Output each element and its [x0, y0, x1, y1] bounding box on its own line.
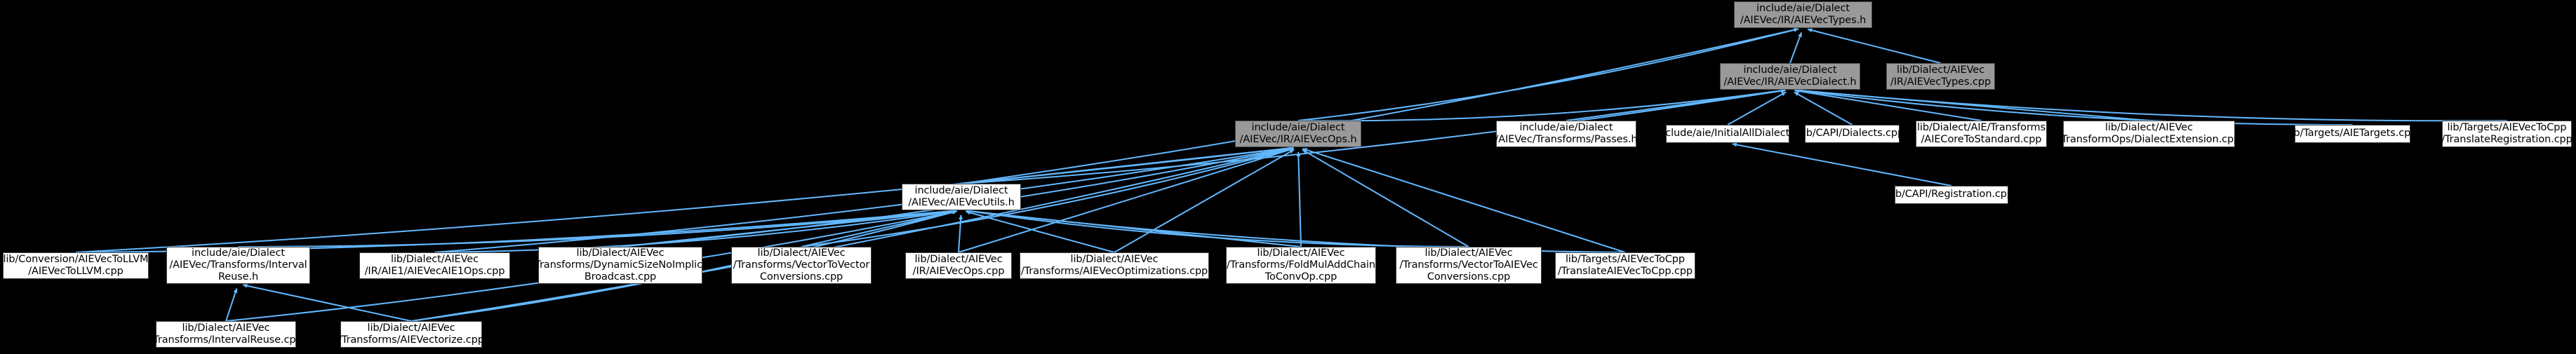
graph-node[interactable]: lib/Dialect/AIEVec /Transforms/IntervalR…: [149, 321, 302, 348]
graph-node[interactable]: lib/Dialect/AIEVec /IR/AIE1/AIEVecAIE1Op…: [359, 252, 510, 279]
graph-node-label: lib/Dialect/AIEVec /Transforms/AIEVecOpt…: [1020, 253, 1208, 277]
graph-node-label: lib/Dialect/AIEVec /IR/AIEVecOps.cpp: [912, 253, 1005, 277]
graph-edge: [1302, 148, 1626, 253]
graph-node-label: include/aie/Dialect /AIEVec/IR/AIEVecOps…: [1239, 121, 1357, 145]
graph-edge: [242, 283, 412, 322]
graph-node-label: include/aie/Dialect /AIEVec/IR/AIEVecTyp…: [1740, 2, 1867, 26]
graph-node[interactable]: include/aie/Dialect /AIEVec/IR/AIEVecDia…: [1720, 63, 1860, 90]
graph-edge: [1731, 142, 1952, 186]
graph-node-label: lib/Conversion/AIEVecToLLVM /AIEVecToLLV…: [3, 253, 149, 277]
graph-node-label: lib/Dialect/AIEVec /IR/AIEVecTypes.cpp: [1890, 64, 1991, 88]
graph-edge: [1807, 28, 1941, 64]
graph-node-label: lib/Targets/AIETargets.cpp: [2288, 128, 2417, 139]
graph-edge: [961, 88, 1787, 184]
graph-node-label: lib/Dialect/AIEVec /IR/AIE1/AIEVecAIE1Op…: [364, 253, 505, 277]
graph-node[interactable]: include/aie/Dialect /AIEVec/AIEVecUtils.…: [902, 184, 1021, 210]
graph-node[interactable]: lib/Dialect/AIEVec /IR/AIEVecOps.cpp: [905, 252, 1012, 279]
graph-node[interactable]: lib/Dialect/AIEVec /Transforms/VectorToV…: [731, 247, 872, 284]
graph-node-label: include/aie/InitialAllDialect.h: [1656, 128, 1799, 139]
graph-node-label: include/aie/Dialect /AIEVec/IR/AIEVecDia…: [1723, 64, 1857, 88]
graph-edge: [1794, 88, 2353, 126]
graph-edge: [965, 209, 1469, 247]
graph-node-label: lib/Dialect/AIEVec /TransformOps/Dialect…: [2057, 121, 2241, 145]
graph-node[interactable]: lib/Dialect/AIEVec /Transforms/VectorToA…: [1396, 247, 1542, 284]
graph-node[interactable]: lib/Conversion/AIEVecToLLVM /AIEVecToLLV…: [3, 252, 149, 279]
graph-edge: [1789, 32, 1803, 64]
graph-edge: [1297, 27, 1799, 121]
graph-node[interactable]: lib/Dialect/AIEVec /Transforms/AIEVector…: [338, 321, 484, 348]
graph-node[interactable]: include/aie/Dialect /AIEVec/Transforms/P…: [1495, 121, 1638, 147]
graph-node[interactable]: include/aie/Dialect /AIEVec/IR/AIEVecOps…: [1235, 121, 1361, 147]
graph-node[interactable]: lib/Dialect/AIEVec /TransformOps/Dialect…: [2058, 121, 2240, 147]
graph-node-label: lib/Dialect/AIEVec /Transforms/AIEVector…: [338, 322, 484, 346]
graph-node-label: lib/Dialect/AIEVec /Transforms/VectorToV…: [733, 247, 870, 283]
graph-edge: [958, 147, 1295, 253]
graph-edge: [1794, 91, 1853, 125]
graph-node-label: include/aie/Dialect /AIEVec/Transforms/P…: [1495, 121, 1638, 145]
graph-edge: [225, 287, 238, 322]
graph-node-label: lib/Targets/AIEVecToCpp /TranslateAIEVec…: [1557, 253, 1693, 277]
graph-node-label: lib/CAPI/Dialects.cpp: [1800, 128, 1904, 139]
graph-node[interactable]: lib/Targets/AIETargets.cpp: [2288, 125, 2417, 143]
graph-edge: [411, 147, 1295, 322]
graph-edge: [1727, 91, 1787, 125]
graph-edge: [1114, 149, 1295, 253]
graph-edge: [1794, 89, 1982, 121]
graph-edge: [801, 210, 958, 247]
graph-node-label: lib/Dialect/AIEVec /Transforms/VectorToA…: [1399, 247, 1538, 283]
graph-node-label: include/aie/Dialect /AIEVec/Transforms/I…: [169, 247, 307, 283]
graph-node[interactable]: include/aie/Dialect /AIEVec/IR/AIEVecTyp…: [1734, 1, 1872, 28]
graph-edge: [801, 147, 1295, 247]
graph-node[interactable]: lib/CAPI/Registration.cpp: [1890, 186, 2013, 204]
graph-edge: [620, 209, 958, 247]
graph-node[interactable]: lib/Dialect/AIEVec /IR/AIEVecTypes.cpp: [1886, 63, 1995, 90]
graph-edge: [1296, 151, 1302, 247]
graph-node[interactable]: lib/Targets/AIEVecToCpp /TranslateAIEVec…: [1555, 252, 1695, 279]
graph-edge: [1794, 88, 2507, 122]
graph-edge: [434, 146, 1295, 253]
graph-node-label: lib/Dialect/AIE/Transforms /AIECoreToSta…: [1916, 121, 2046, 145]
graph-node[interactable]: lib/Dialect/AIE/Transforms /AIECoreToSta…: [1916, 121, 2047, 147]
graph-edge: [965, 210, 1115, 253]
graph-node-label: lib/Targets/AIEVecToCpp /TranslateRegist…: [2441, 121, 2572, 145]
graph-edge: [1297, 88, 1787, 122]
graph-node[interactable]: lib/Dialect/AIEVec /Transforms/DynamicSi…: [532, 247, 709, 284]
graph-edge: [958, 214, 963, 253]
graph-node[interactable]: lib/Dialect/AIEVec /Transforms/FoldMulAd…: [1226, 247, 1376, 284]
graph-node-label: lib/CAPI/Registration.cpp: [1889, 189, 2014, 200]
graph-node[interactable]: include/aie/Dialect /AIEVec/Transforms/I…: [166, 247, 310, 284]
graph-node[interactable]: lib/Dialect/AIEVec /Transforms/AIEVecOpt…: [1020, 252, 1209, 279]
graph-edge: [434, 209, 958, 253]
graph-node-label: lib/Dialect/AIEVec /Transforms/DynamicSi…: [531, 247, 709, 283]
graph-node-label: include/aie/Dialect /AIEVec/AIEVecUtils.…: [908, 184, 1015, 208]
graph-edge: [961, 27, 1799, 184]
graph-node[interactable]: lib/CAPI/Dialects.cpp: [1801, 125, 1904, 143]
graph-edge: [238, 208, 958, 247]
graph-node[interactable]: lib/Targets/AIEVecToCpp /TranslateRegist…: [2441, 121, 2572, 147]
graph-node[interactable]: include/aie/InitialAllDialect.h: [1656, 125, 1799, 143]
graph-node-label: lib/Dialect/AIEVec /Transforms/FoldMulAd…: [1227, 247, 1375, 283]
graph-edge: [75, 146, 1295, 253]
graph-edge: [1302, 149, 1469, 247]
graph-node-label: lib/Dialect/AIEVec /Transforms/IntervalR…: [149, 322, 302, 346]
